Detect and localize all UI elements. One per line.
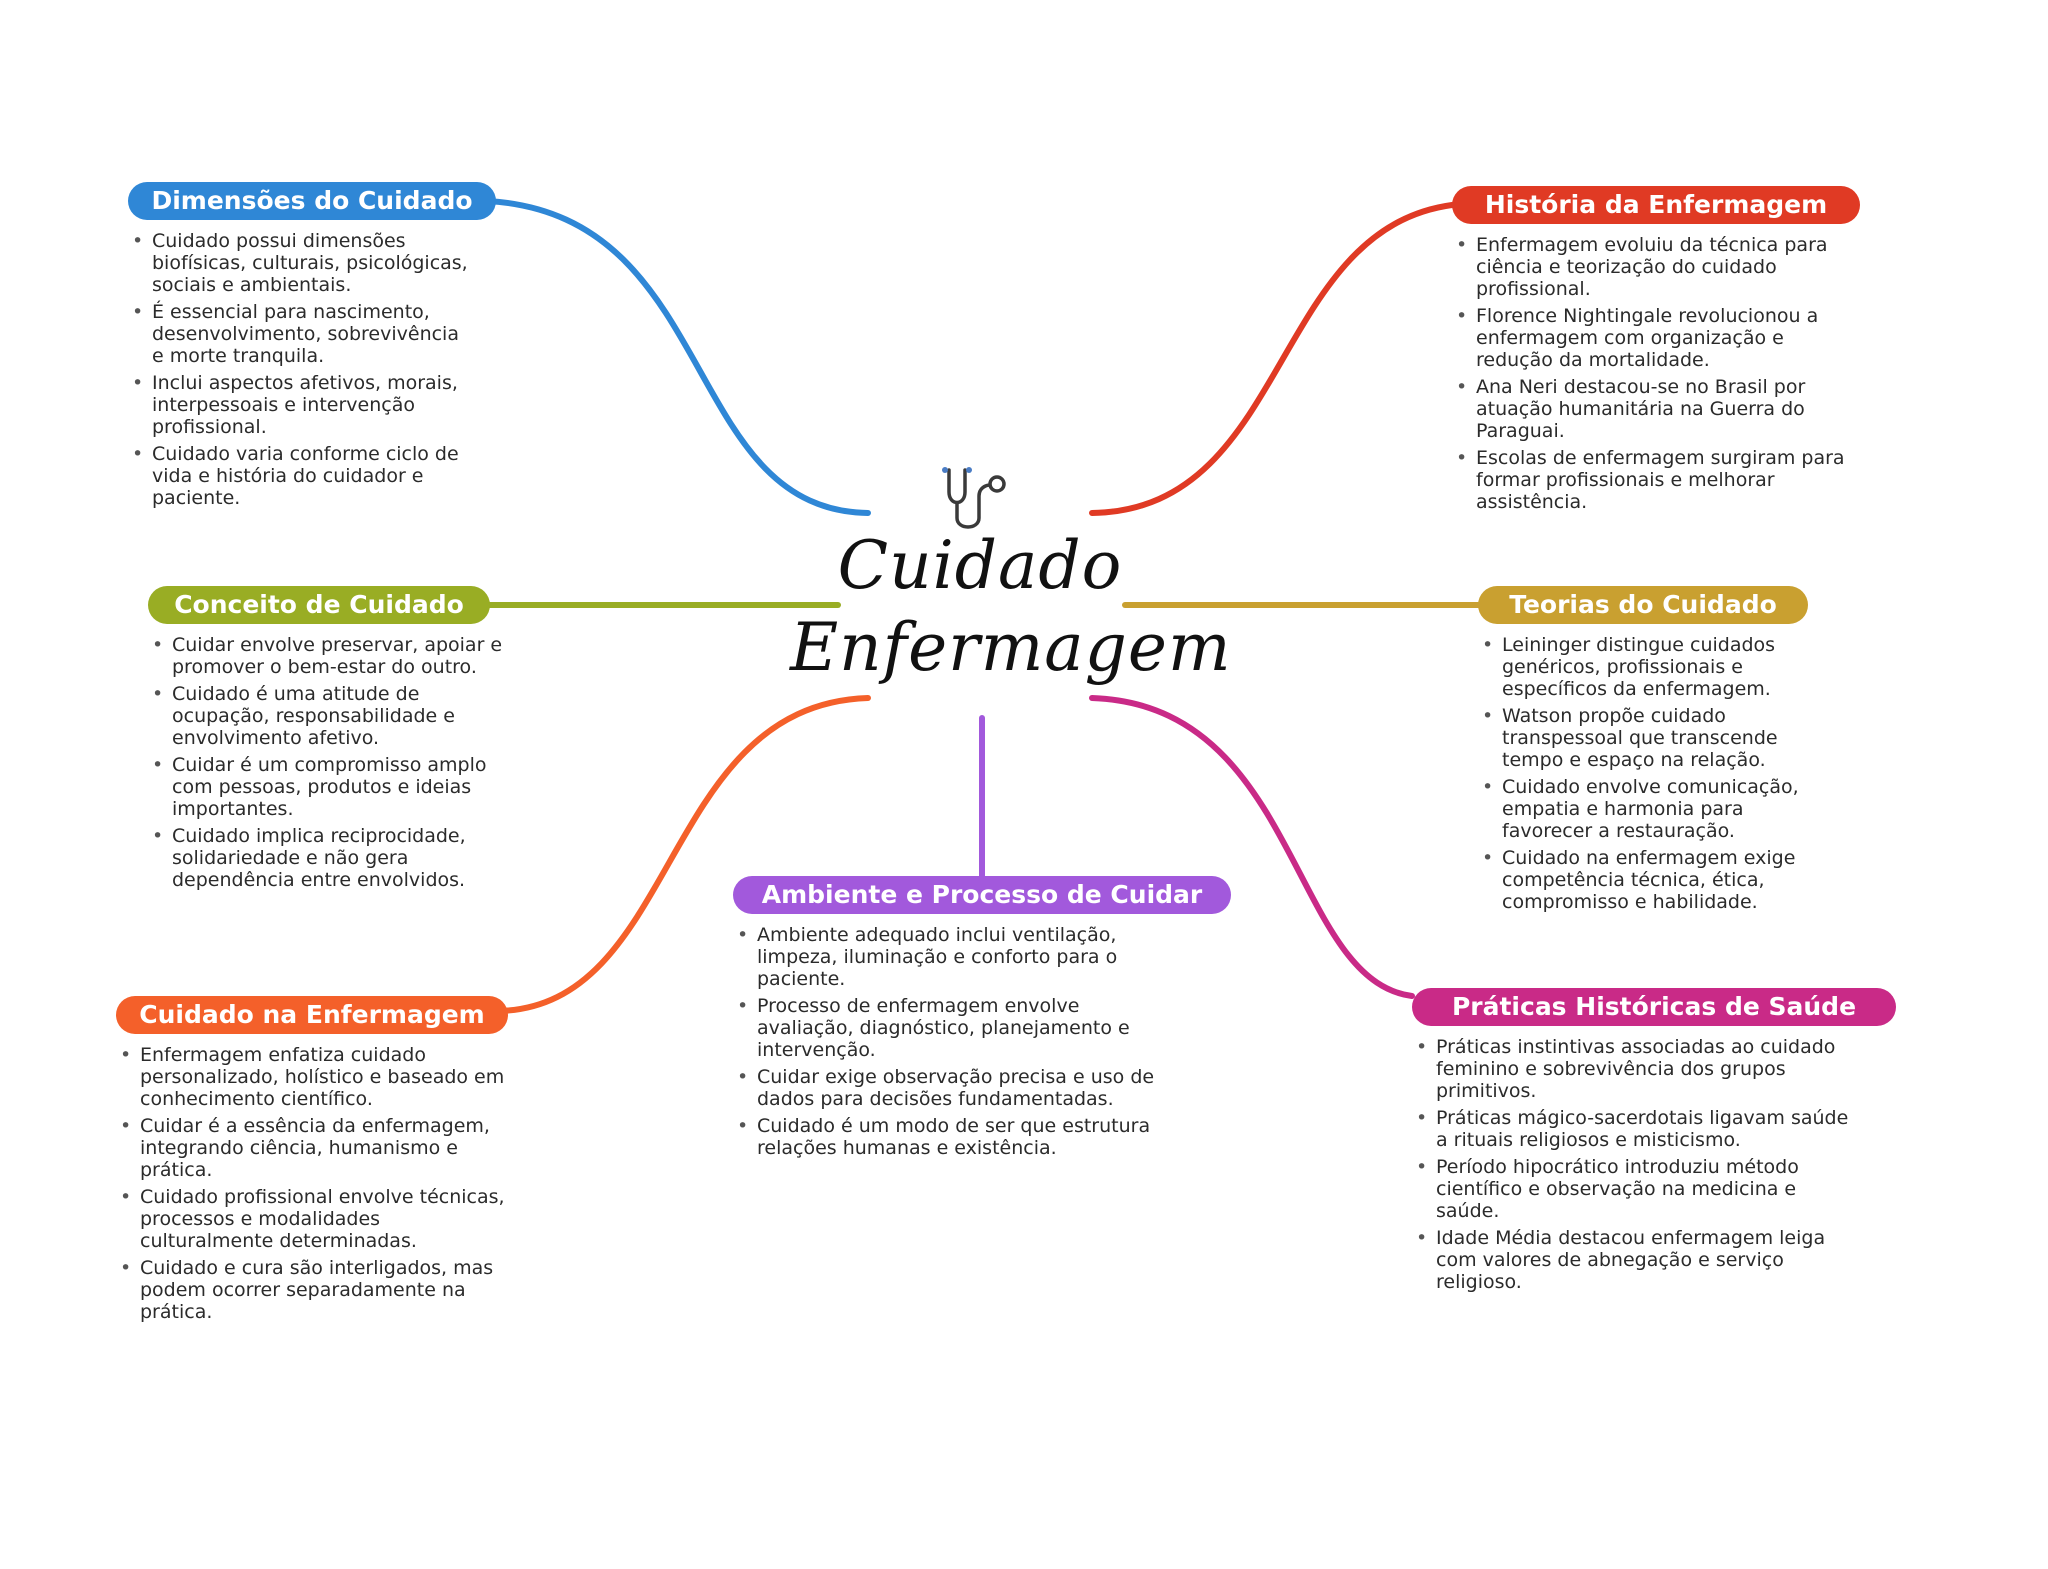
connector-praticas bbox=[1089, 695, 1415, 999]
branch-list-historia: Enfermagem evoluiu da técnica para ciênc… bbox=[1452, 234, 1852, 513]
list-item: Inclui aspectos afetivos, morais, interp… bbox=[128, 372, 468, 438]
central-topic: Cuidado Enfermagem bbox=[790, 525, 1232, 689]
list-item: Ana Neri destacou-se no Brasil por atuaç… bbox=[1452, 376, 1852, 442]
list-item: Ambiente adequado inclui ventilação, lim… bbox=[733, 924, 1173, 990]
connector-dimensoes bbox=[485, 198, 871, 516]
branch-teorias: Teorias do Cuidado Leininger distingue c… bbox=[1478, 586, 1838, 918]
list-item: Cuidado envolve comunicação, empatia e h… bbox=[1478, 776, 1828, 842]
list-item: Cuidar envolve preservar, apoiar e promo… bbox=[148, 634, 518, 678]
branch-historia: História da Enfermagem Enfermagem evolui… bbox=[1452, 186, 1862, 518]
branch-list-teorias: Leininger distingue cuidados genéricos, … bbox=[1478, 634, 1828, 913]
list-item: Cuidado e cura são interligados, mas pod… bbox=[116, 1257, 506, 1323]
list-item: Cuidar exige observação precisa e uso de… bbox=[733, 1066, 1173, 1110]
branch-title-conceito[interactable]: Conceito de Cuidado bbox=[148, 586, 490, 624]
branch-list-conceito: Cuidar envolve preservar, apoiar e promo… bbox=[148, 634, 518, 891]
branch-ambiente: Ambiente e Processo de Cuidar Ambiente a… bbox=[733, 876, 1233, 1164]
list-item: Período hipocrático introduziu método ci… bbox=[1412, 1156, 1852, 1222]
list-item: Processo de enfermagem envolve avaliação… bbox=[733, 995, 1173, 1061]
branch-dimensoes: Dimensões do Cuidado Cuidado possui dime… bbox=[128, 182, 498, 514]
list-item: Práticas instintivas associadas ao cuida… bbox=[1412, 1036, 1852, 1102]
branch-title-praticas[interactable]: Práticas Históricas de Saúde bbox=[1412, 988, 1896, 1026]
branch-title-ambiente[interactable]: Ambiente e Processo de Cuidar bbox=[733, 876, 1231, 914]
list-item: Leininger distingue cuidados genéricos, … bbox=[1478, 634, 1828, 700]
stethoscope-icon bbox=[942, 467, 1006, 529]
list-item: Idade Média destacou enfermagem leiga co… bbox=[1412, 1227, 1852, 1293]
list-item: Cuidado possui dimensões biofísicas, cul… bbox=[128, 230, 468, 296]
list-item: Cuidado implica reciprocidade, solidarie… bbox=[148, 825, 518, 891]
list-item: Florence Nightingale revolucionou a enfe… bbox=[1452, 305, 1852, 371]
connector-cuidado-enf bbox=[497, 695, 871, 1014]
branch-title-cuidado-enfermagem[interactable]: Cuidado na Enfermagem bbox=[116, 996, 508, 1034]
list-item: Cuidado é uma atitude de ocupação, respo… bbox=[148, 683, 518, 749]
connector-historia bbox=[1089, 202, 1455, 516]
branch-conceito: Conceito de Cuidado Cuidar envolve prese… bbox=[148, 586, 528, 896]
central-topic-line2: Enfermagem bbox=[790, 609, 1232, 686]
list-item: Cuidado é um modo de ser que estrutura r… bbox=[733, 1115, 1173, 1159]
branch-praticas: Práticas Históricas de Saúde Práticas in… bbox=[1412, 988, 1902, 1298]
branch-title-teorias[interactable]: Teorias do Cuidado bbox=[1478, 586, 1808, 624]
list-item: Enfermagem enfatiza cuidado personalizad… bbox=[116, 1044, 506, 1110]
list-item: Cuidar é um compromisso amplo com pessoa… bbox=[148, 754, 518, 820]
branch-list-cuidado-enfermagem: Enfermagem enfatiza cuidado personalizad… bbox=[116, 1044, 506, 1323]
list-item: Watson propõe cuidado transpessoal que t… bbox=[1478, 705, 1828, 771]
list-item: Enfermagem evoluiu da técnica para ciênc… bbox=[1452, 234, 1852, 300]
list-item: É essencial para nascimento, desenvolvim… bbox=[128, 301, 468, 367]
branch-cuidado-enfermagem: Cuidado na Enfermagem Enfermagem enfatiz… bbox=[116, 996, 516, 1328]
branch-list-praticas: Práticas instintivas associadas ao cuida… bbox=[1412, 1036, 1852, 1293]
list-item: Práticas mágico-sacerdotais ligavam saúd… bbox=[1412, 1107, 1852, 1151]
branch-title-historia[interactable]: História da Enfermagem bbox=[1452, 186, 1860, 224]
list-item: Cuidado na enfermagem exige competência … bbox=[1478, 847, 1828, 913]
branch-list-dimensoes: Cuidado possui dimensões biofísicas, cul… bbox=[128, 230, 468, 509]
branch-list-ambiente: Ambiente adequado inclui ventilação, lim… bbox=[733, 924, 1173, 1159]
list-item: Cuidado varia conforme ciclo de vida e h… bbox=[128, 443, 468, 509]
branch-title-dimensoes[interactable]: Dimensões do Cuidado bbox=[128, 182, 496, 220]
list-item: Cuidado profissional envolve técnicas, p… bbox=[116, 1186, 506, 1252]
list-item: Cuidar é a essência da enfermagem, integ… bbox=[116, 1115, 506, 1181]
central-topic-line1: Cuidado bbox=[837, 527, 1123, 604]
list-item: Escolas de enfermagem surgiram para form… bbox=[1452, 447, 1852, 513]
